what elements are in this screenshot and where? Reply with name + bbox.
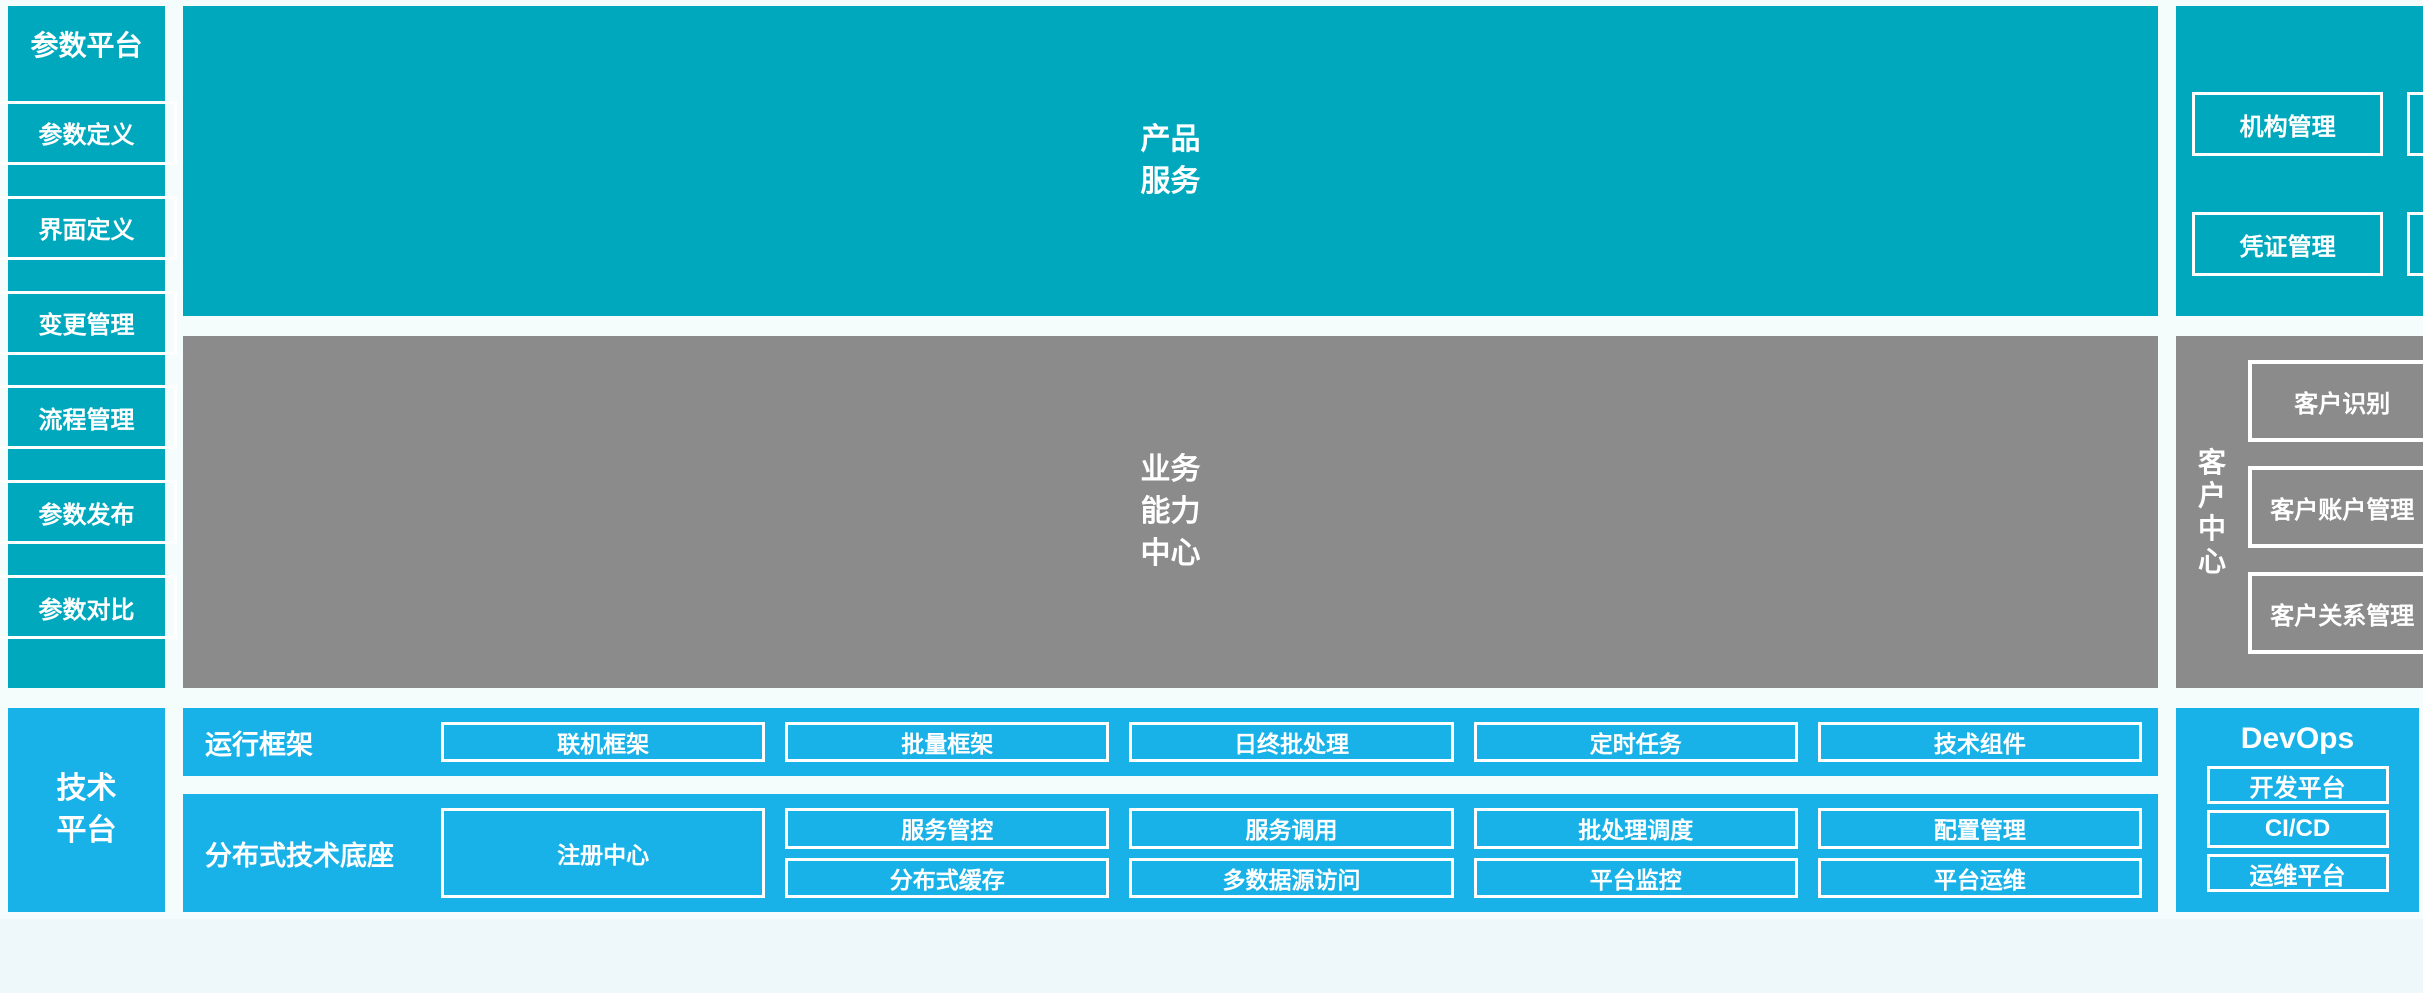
tech-bands: 运行框架 联机框架 批量框架 日终批处理 定时任务 技术组件 分布式技术底座 注… bbox=[183, 708, 2158, 912]
devops-box: 开发平台 bbox=[2206, 766, 2389, 804]
operations-box: 柜员管理 bbox=[2407, 92, 2423, 156]
customer-center-label: 客 户 中 心 bbox=[2197, 446, 2226, 578]
rail-product-services: 产品 服务 bbox=[183, 6, 2158, 316]
distributed-box: 多数据源访问 bbox=[1129, 857, 1454, 898]
customer-box: 客户账户管理 bbox=[2248, 466, 2423, 548]
operations-title: 运营服务 bbox=[2176, 6, 2423, 64]
devops-box: 运维平台 bbox=[2206, 854, 2389, 892]
panel-customer-center: 客 户 中 心 客户识别 客户信息管理 客户账户管理 客户签约管理 客户关系管理… bbox=[2176, 336, 2423, 688]
parameter-box: 参数定义 bbox=[0, 100, 177, 165]
runtime-box: 日终批处理 bbox=[1129, 722, 1454, 762]
runtime-box: 定时任务 bbox=[1473, 722, 1798, 762]
panel-devops: DevOps 开发平台 CI/CD 运维平台 bbox=[2176, 708, 2419, 912]
distributed-base-label: 分布式技术底座 bbox=[205, 840, 394, 871]
distributed-box: 分布式缓存 bbox=[785, 857, 1110, 898]
devops-title: DevOps bbox=[2240, 722, 2355, 755]
parameter-box: 界面定义 bbox=[0, 195, 177, 260]
registry-center-box: 注册中心 bbox=[441, 808, 766, 898]
distributed-box: 服务调用 bbox=[1129, 808, 1454, 849]
parameter-list: 参数定义 界面定义 变更管理 流程管理 参数发布 参数对比 bbox=[0, 64, 177, 688]
operations-box: 机构管理 bbox=[2192, 92, 2384, 156]
runtime-box: 批量框架 bbox=[785, 722, 1110, 762]
customer-grid: 客户识别 客户信息管理 客户账户管理 客户签约管理 客户关系管理 客户风险管理 bbox=[2248, 336, 2423, 688]
customer-box: 客户识别 bbox=[2248, 360, 2423, 442]
customer-box: 客户关系管理 bbox=[2248, 572, 2423, 654]
band-distributed-base: 分布式技术底座 注册中心 服务管控 服务调用 批处理调度 配置管理 分布式缓存 … bbox=[183, 794, 2158, 912]
distributed-box: 批处理调度 bbox=[1473, 808, 1798, 849]
distributed-box: 平台运维 bbox=[1817, 857, 2142, 898]
distributed-box: 服务管控 bbox=[785, 808, 1110, 849]
devops-box: CI/CD bbox=[2206, 810, 2389, 848]
panel-parameter-platform: 参数平台 参数定义 界面定义 变更管理 流程管理 参数发布 参数对比 bbox=[0, 6, 177, 688]
runtime-box: 联机框架 bbox=[441, 722, 766, 762]
runtime-framework-label: 运行框架 bbox=[205, 729, 313, 760]
operations-box: 凭证管理 bbox=[2192, 212, 2384, 276]
operations-box: 风险管理 bbox=[2407, 212, 2423, 276]
band-runtime-framework: 运行框架 联机框架 批量框架 日终批处理 定时任务 技术组件 bbox=[183, 708, 2158, 776]
service-panels-row: 运营服务 机构管理 柜员管理 现金管理 凭证管理 风险管理 辅助交易 存款服务 … bbox=[2176, 6, 2423, 316]
parameter-box: 变更管理 bbox=[0, 290, 177, 355]
distributed-box: 配置管理 bbox=[1817, 808, 2142, 849]
distributed-box: 平台监控 bbox=[1473, 857, 1798, 898]
architecture-diagram: 产品 服务 运营服务 机构管理 柜员管理 现金管理 凭证管理 风险管理 辅助交易… bbox=[0, 6, 2423, 912]
rail-business-capability: 业务 能力 中心 bbox=[183, 336, 2158, 688]
parameter-box: 流程管理 bbox=[0, 385, 177, 450]
devops-list: 开发平台 CI/CD 运维平台 bbox=[2176, 756, 2419, 912]
panel-operations-services: 运营服务 机构管理 柜员管理 现金管理 凭证管理 风险管理 辅助交易 bbox=[2176, 6, 2423, 316]
runtime-grid: 联机框架 批量框架 日终批处理 定时任务 技术组件 bbox=[441, 708, 2158, 776]
parameter-title: 参数平台 bbox=[30, 30, 143, 61]
parameter-box: 参数发布 bbox=[0, 480, 177, 545]
capability-centers-row: 客 户 中 心 客户识别 客户信息管理 客户账户管理 客户签约管理 客户关系管理… bbox=[2176, 336, 2423, 688]
distributed-grid: 注册中心 服务管控 服务调用 批处理调度 配置管理 分布式缓存 多数据源访问 平… bbox=[441, 794, 2158, 912]
rail-tech-platform: 技术 平台 bbox=[8, 708, 165, 912]
operations-grid: 机构管理 柜员管理 现金管理 凭证管理 风险管理 辅助交易 bbox=[2176, 64, 2423, 316]
parameter-box: 参数对比 bbox=[0, 575, 177, 640]
runtime-box: 技术组件 bbox=[1817, 722, 2142, 762]
